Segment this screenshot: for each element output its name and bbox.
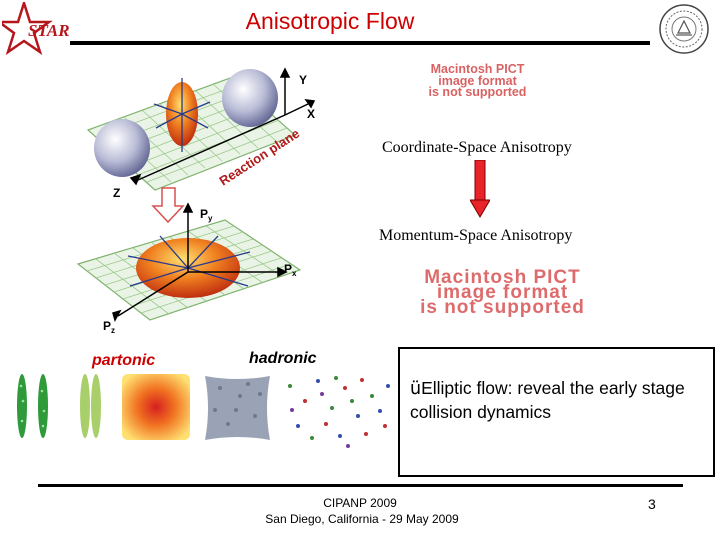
flow-arrows-top [153, 78, 211, 152]
star-logo-text: STAR [28, 21, 70, 40]
hadronic-phase-panel [288, 376, 390, 448]
colliding-nuclei-panel [17, 374, 48, 438]
mixed-phase-panel [205, 376, 270, 440]
partonic-label: partonic [92, 352, 156, 369]
unsupported-image-notice-1: Macintosh PICT image format is not suppo… [428, 62, 527, 99]
axis-x-label: X [307, 107, 315, 121]
university-seal-icon [659, 4, 709, 54]
down-arrow-icon [470, 160, 490, 218]
transition-arrow-icon [151, 187, 185, 224]
star-logo: STAR [2, 2, 70, 56]
evolution-panels [17, 374, 390, 448]
partonic-phase-panel [122, 374, 190, 440]
footer-conference: CIPANP 2009 [323, 496, 397, 510]
slide-title: Anisotropic Flow [245, 8, 415, 34]
axis-z-label: Z [113, 186, 120, 200]
axes-top [129, 67, 316, 186]
left-nucleus-icon [94, 119, 150, 177]
footer-location: San Diego, California - 29 May 2009 [265, 512, 459, 526]
unsupported-image-notice-2: Macintosh PICT image format is not suppo… [420, 267, 585, 318]
axis-px-label: Px [284, 262, 297, 278]
axes-bottom [112, 202, 288, 322]
overlap-panel [80, 374, 101, 438]
momentum-space-label: Momentum-Space Anisotropy [379, 227, 573, 244]
axis-pz-label: Pz [103, 319, 115, 335]
conclusion-box: üElliptic flow: reveal the early stage c… [398, 347, 715, 477]
hadronic-label: hadronic [249, 350, 317, 367]
conclusion-text: üElliptic flow: reveal the early stage c… [410, 377, 705, 424]
right-nucleus-icon [222, 69, 278, 127]
collision-diagram: Y X Z Reaction plane Py Px Pz [76, 67, 316, 335]
conclusion-statement: Elliptic flow: reveal the early stage co… [410, 378, 685, 422]
page-number: 3 [648, 496, 656, 512]
axis-y-label: Y [299, 73, 307, 87]
coordinate-space-label: Coordinate-Space Anisotropy [382, 139, 572, 156]
checkmark-icon: ü [410, 379, 422, 399]
footer-divider [38, 484, 683, 487]
flow-arrows-bottom [127, 235, 251, 287]
axis-py-label: Py [200, 207, 213, 223]
title-divider [70, 41, 650, 45]
